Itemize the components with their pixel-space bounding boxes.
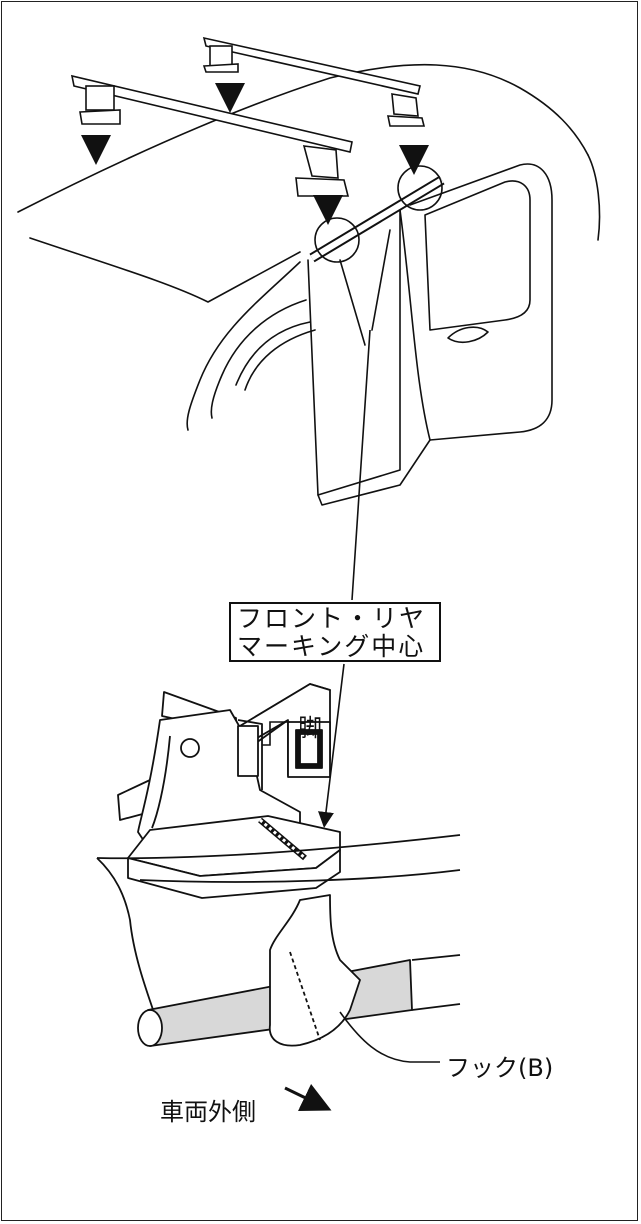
mount-arrows [81, 83, 429, 225]
hook-b-label: フック(B) [446, 1054, 554, 1082]
roof-rack [70, 36, 445, 263]
car-roof-illustration [17, 63, 601, 506]
marking-center-line1: フロント・リヤ [237, 604, 427, 633]
marking-center-label: フロント・リヤ マーキング中心 [229, 602, 441, 662]
leg-detail-illustration [96, 683, 461, 1047]
callout-lines [262, 721, 440, 1111]
leg-label: 脚 [298, 714, 322, 742]
marking-leader-line [325, 329, 371, 820]
vehicle-outer-side-label: 車両外側 [160, 1098, 256, 1126]
marking-center-line2: マーキング中心 [237, 632, 426, 661]
